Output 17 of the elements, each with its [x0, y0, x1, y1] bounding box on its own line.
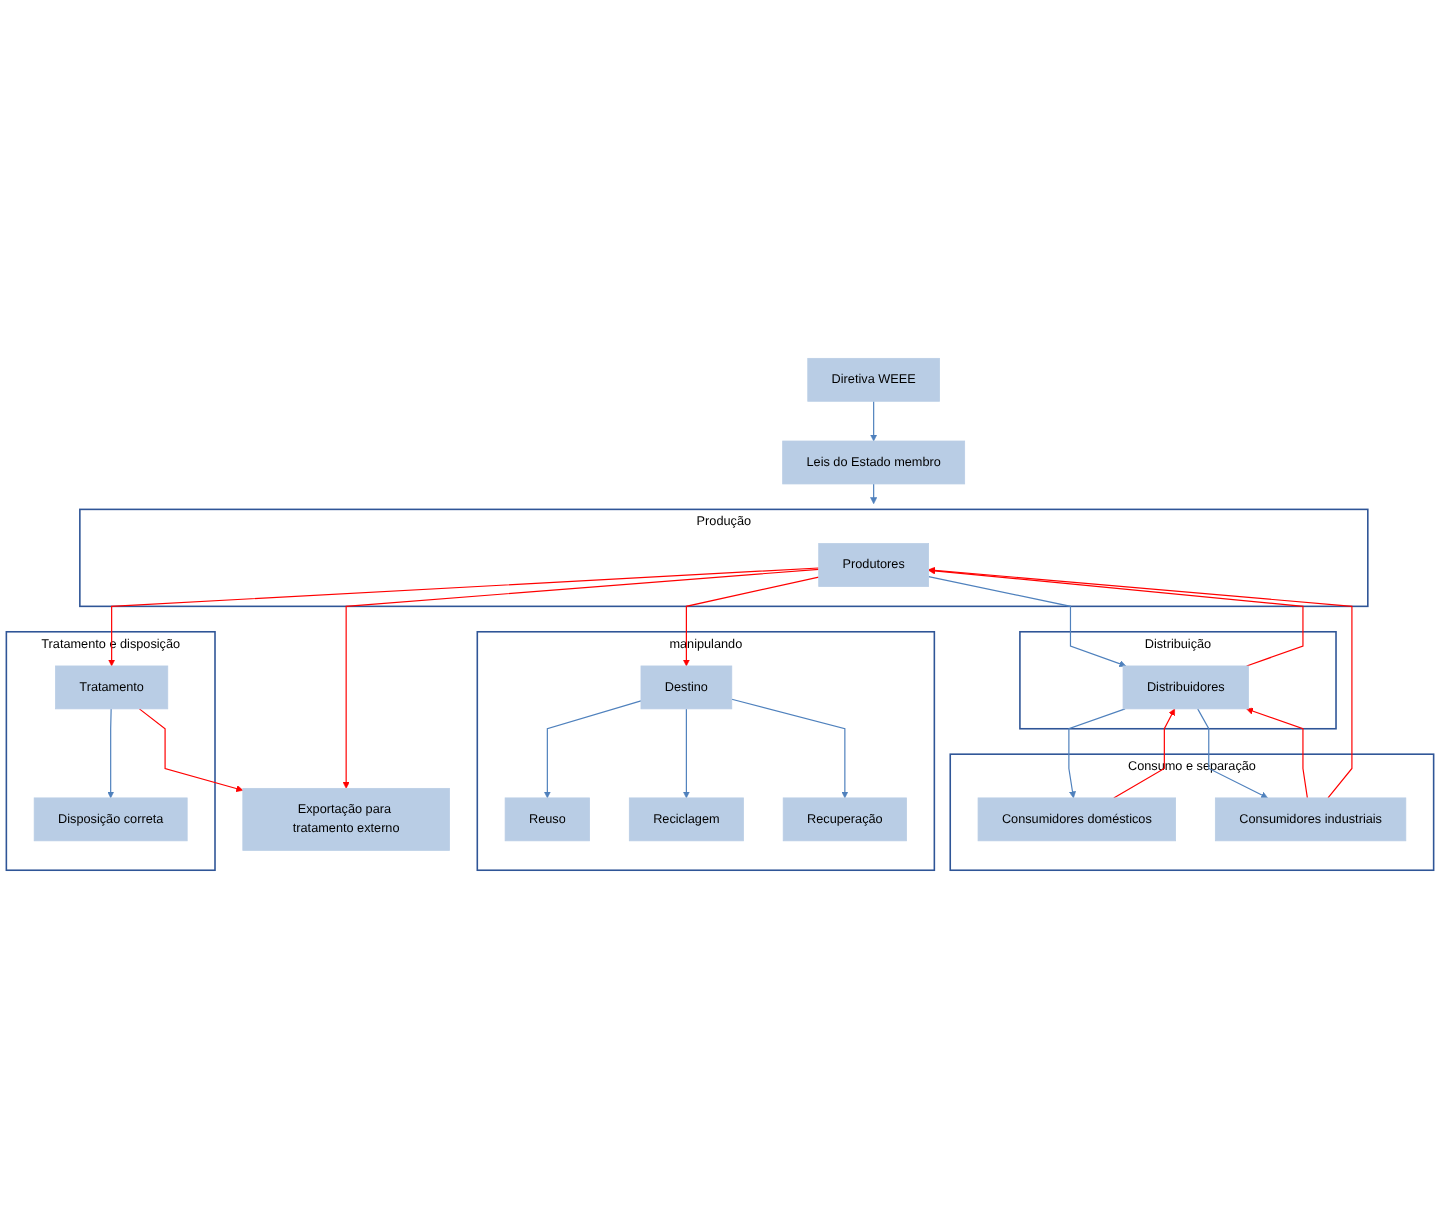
arrow — [870, 484, 878, 505]
arrow — [1068, 708, 1126, 799]
arrow — [870, 401, 878, 443]
arrow — [928, 568, 1304, 668]
arrow — [1197, 708, 1268, 799]
arrow — [928, 576, 1127, 668]
arrow — [682, 577, 820, 667]
arrow — [138, 708, 244, 793]
arrow — [107, 708, 115, 799]
arrow — [1113, 709, 1175, 800]
arrow — [682, 708, 690, 799]
arrow — [108, 568, 820, 667]
arrow — [342, 569, 820, 790]
arrow — [928, 567, 1353, 800]
arrow — [543, 701, 642, 799]
arrow — [731, 699, 849, 799]
arrow — [1246, 708, 1308, 800]
